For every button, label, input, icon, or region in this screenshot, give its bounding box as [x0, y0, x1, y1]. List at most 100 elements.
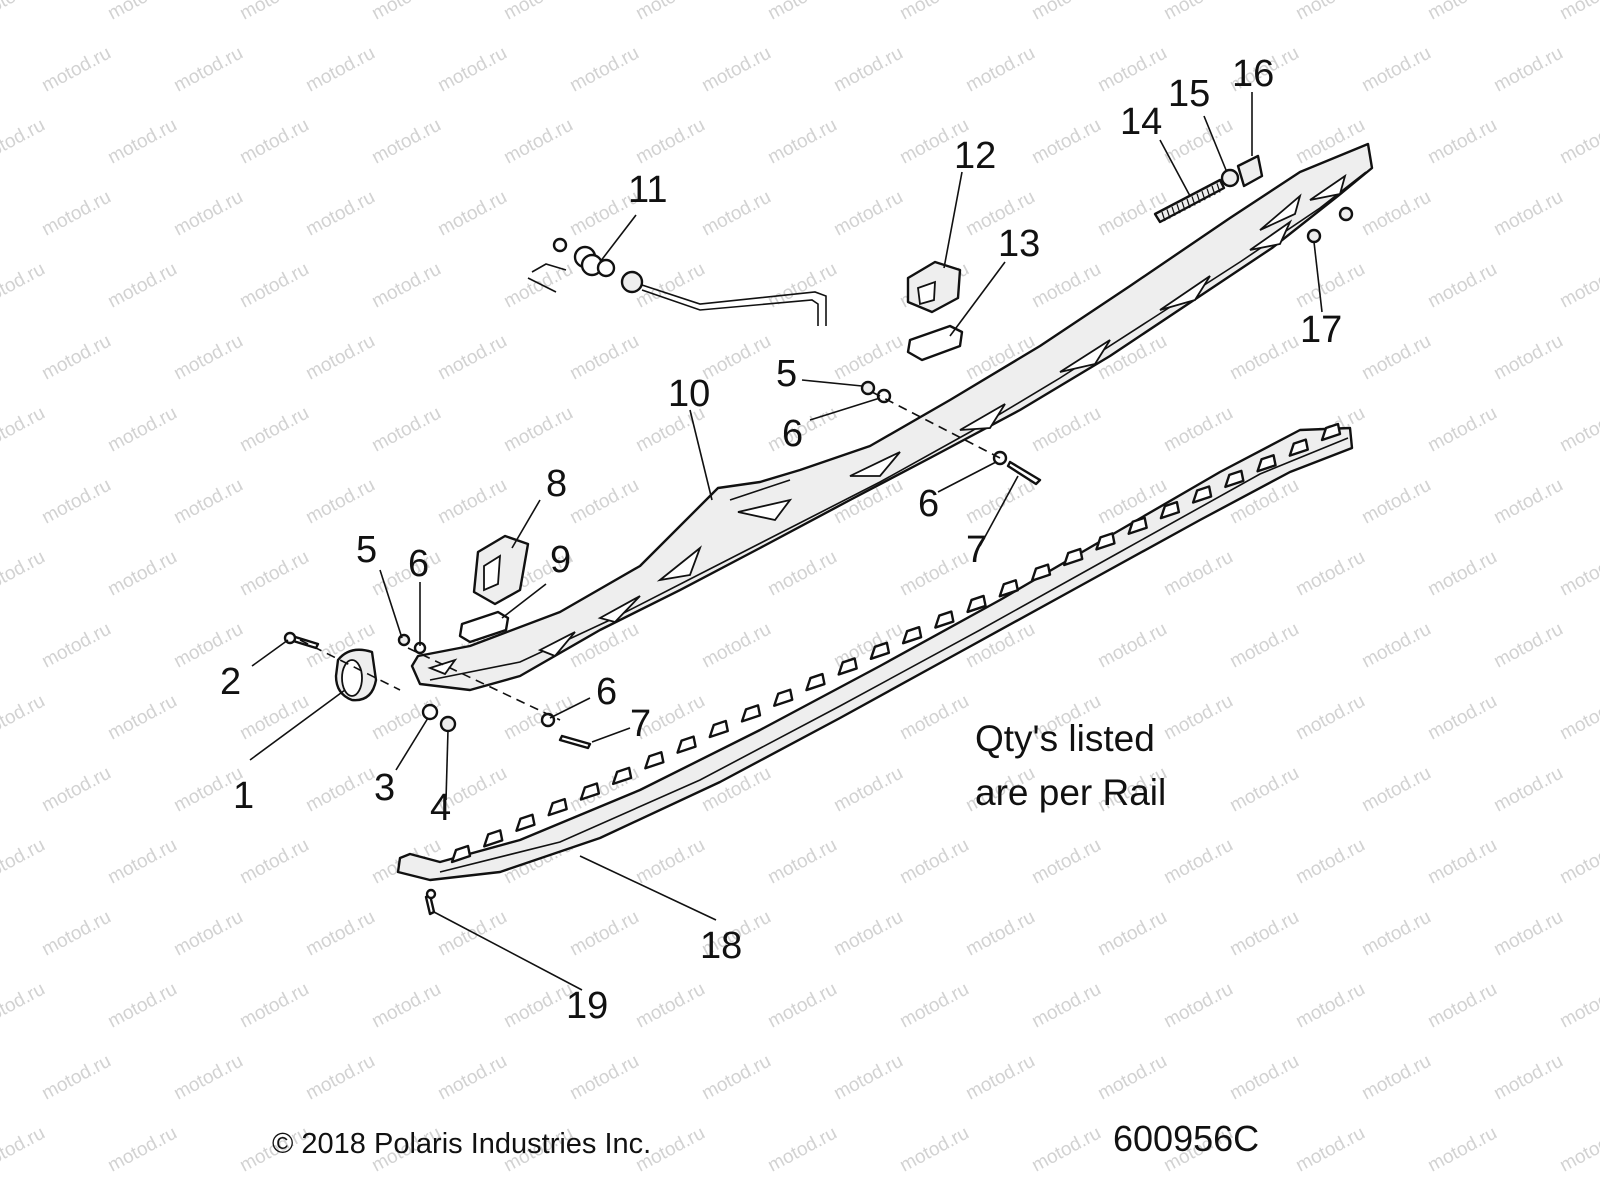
- watermark-text: motod.ru: [1358, 907, 1434, 961]
- watermark-text: motod.ru: [500, 115, 576, 169]
- watermark-text: motod.ru: [1226, 1051, 1302, 1105]
- watermark-text: motod.ru: [434, 1195, 510, 1200]
- watermark-text: motod.ru: [434, 331, 510, 385]
- callout-7a: 7: [630, 703, 651, 745]
- thread-line: [1176, 204, 1181, 214]
- strip-tooth: [676, 735, 697, 754]
- callout-numbers: 1 2 3 4 5 6 7 8 9 10 11 12 13 14 15 16 1…: [220, 53, 1342, 1027]
- watermark-text: motod.ru: [236, 115, 312, 169]
- callout-6c: 6: [918, 483, 939, 525]
- watermark-text: motod.ru: [0, 547, 49, 601]
- strip-tooth: [869, 641, 891, 661]
- watermark-text: motod.ru: [302, 763, 378, 817]
- watermark-text: motod.ru: [0, 1123, 49, 1177]
- watermark-text: motod.ru: [368, 115, 444, 169]
- watermark-text: motod.ru: [1028, 0, 1104, 24]
- callout-12: 12: [954, 135, 996, 177]
- watermark-text: motod.ru: [0, 691, 49, 745]
- watermark-text: motod.ru: [1028, 403, 1104, 457]
- strip-tooth: [644, 751, 665, 770]
- watermark-text: motod.ru: [962, 475, 1038, 529]
- callout-8: 8: [546, 463, 567, 505]
- watermark-text: motod.ru: [764, 835, 840, 889]
- watermark-text: motod.ru: [764, 115, 840, 169]
- watermark-text: motod.ru: [1226, 331, 1302, 385]
- strip-tooth: [1095, 532, 1116, 551]
- watermark-text: motod.ru: [1556, 835, 1600, 889]
- strip-tooth: [901, 625, 923, 645]
- strip-tooth: [1191, 485, 1213, 504]
- callout-4: 4: [430, 787, 451, 829]
- watermark-text: motod.ru: [830, 763, 906, 817]
- strip-tooth: [1063, 547, 1084, 567]
- watermark-text: motod.ru: [698, 1051, 774, 1105]
- strip-tooth: [579, 782, 601, 801]
- watermark-text: motod.ru: [38, 1051, 114, 1105]
- watermark-text: motod.ru: [368, 979, 444, 1033]
- watermark-text: motod.ru: [896, 691, 972, 745]
- strip-tooth: [934, 610, 955, 629]
- watermark-text: motod.ru: [896, 979, 972, 1033]
- watermark-text: motod.ru: [0, 115, 49, 169]
- diagram-code: 600956C: [1113, 1118, 1260, 1159]
- watermark-text: motod.ru: [1490, 907, 1566, 961]
- watermark-text: motod.ru: [104, 259, 180, 313]
- watermark-text: motod.ru: [962, 1051, 1038, 1105]
- watermark-text: motod.ru: [1292, 1123, 1368, 1177]
- watermark-text: motod.ru: [1556, 979, 1600, 1033]
- watermark-text: motod.ru: [1490, 763, 1566, 817]
- watermark-text: motod.ru: [1160, 547, 1236, 601]
- watermark-text: motod.ru: [1424, 115, 1500, 169]
- strip-tooth: [515, 813, 536, 832]
- strip-tooth: [805, 672, 826, 692]
- watermark-text: motod.ru: [368, 547, 444, 601]
- watermark-text: motod.ru: [368, 0, 444, 24]
- watermark-text: motod.ru: [1094, 1195, 1170, 1200]
- watermark-text: motod.ru: [1490, 1051, 1566, 1105]
- watermark-text: motod.ru: [1160, 835, 1236, 889]
- watermark-text: motod.ru: [1556, 691, 1600, 745]
- watermark-text: motod.ru: [302, 475, 378, 529]
- watermark-text: motod.ru: [1028, 1123, 1104, 1177]
- watermark-text: motod.ru: [0, 979, 49, 1033]
- watermark-text: motod.ru: [104, 403, 180, 457]
- watermark-text: motod.ru: [1160, 403, 1236, 457]
- watermark-text: motod.ru: [302, 1051, 378, 1105]
- watermark-text: motod.ru: [1556, 1123, 1600, 1177]
- watermark-text: motod.ru: [1094, 1051, 1170, 1105]
- watermark-text: motod.ru: [1490, 331, 1566, 385]
- watermark-text: motod.ru: [764, 547, 840, 601]
- block: [472, 534, 530, 606]
- watermark-text: motod.ru: [0, 259, 49, 313]
- watermark-text: motod.ru: [1490, 1195, 1566, 1200]
- callout-14: 14: [1120, 101, 1162, 143]
- watermark-text: motod.ru: [1556, 547, 1600, 601]
- watermark-text: motod.ru: [962, 907, 1038, 961]
- strip-tooth: [450, 844, 472, 864]
- strip-tooth: [1030, 563, 1052, 582]
- watermark-text: motod.ru: [830, 1195, 906, 1200]
- watermark-text: motod.ru: [368, 403, 444, 457]
- watermark-text: motod.ru: [632, 0, 708, 24]
- watermark-text: motod.ru: [1424, 691, 1500, 745]
- thread-line: [1201, 191, 1206, 201]
- callout-6a: 6: [408, 543, 429, 585]
- strip-tooth: [547, 797, 568, 817]
- wear-strip: [396, 422, 1354, 882]
- watermark-text: motod.ru: [830, 907, 906, 961]
- watermark-text: motod.ru: [236, 835, 312, 889]
- strip-tooth: [1159, 500, 1181, 520]
- watermark-text: motod.ru: [500, 259, 576, 313]
- watermark-text: motod.ru: [1160, 691, 1236, 745]
- watermark-text: motod.ru: [1358, 1051, 1434, 1105]
- thread-line: [1216, 183, 1221, 193]
- thread-line: [1196, 193, 1201, 203]
- watermark-text: motod.ru: [38, 907, 114, 961]
- thread-line: [1171, 206, 1176, 216]
- callout-2: 2: [220, 661, 241, 703]
- nut: [1220, 168, 1240, 188]
- watermark-text: motod.ru: [1028, 835, 1104, 889]
- watermark-text: motod.ru: [0, 403, 49, 457]
- strip-tooth: [998, 579, 1019, 598]
- watermark-text: motod.ru: [500, 0, 576, 24]
